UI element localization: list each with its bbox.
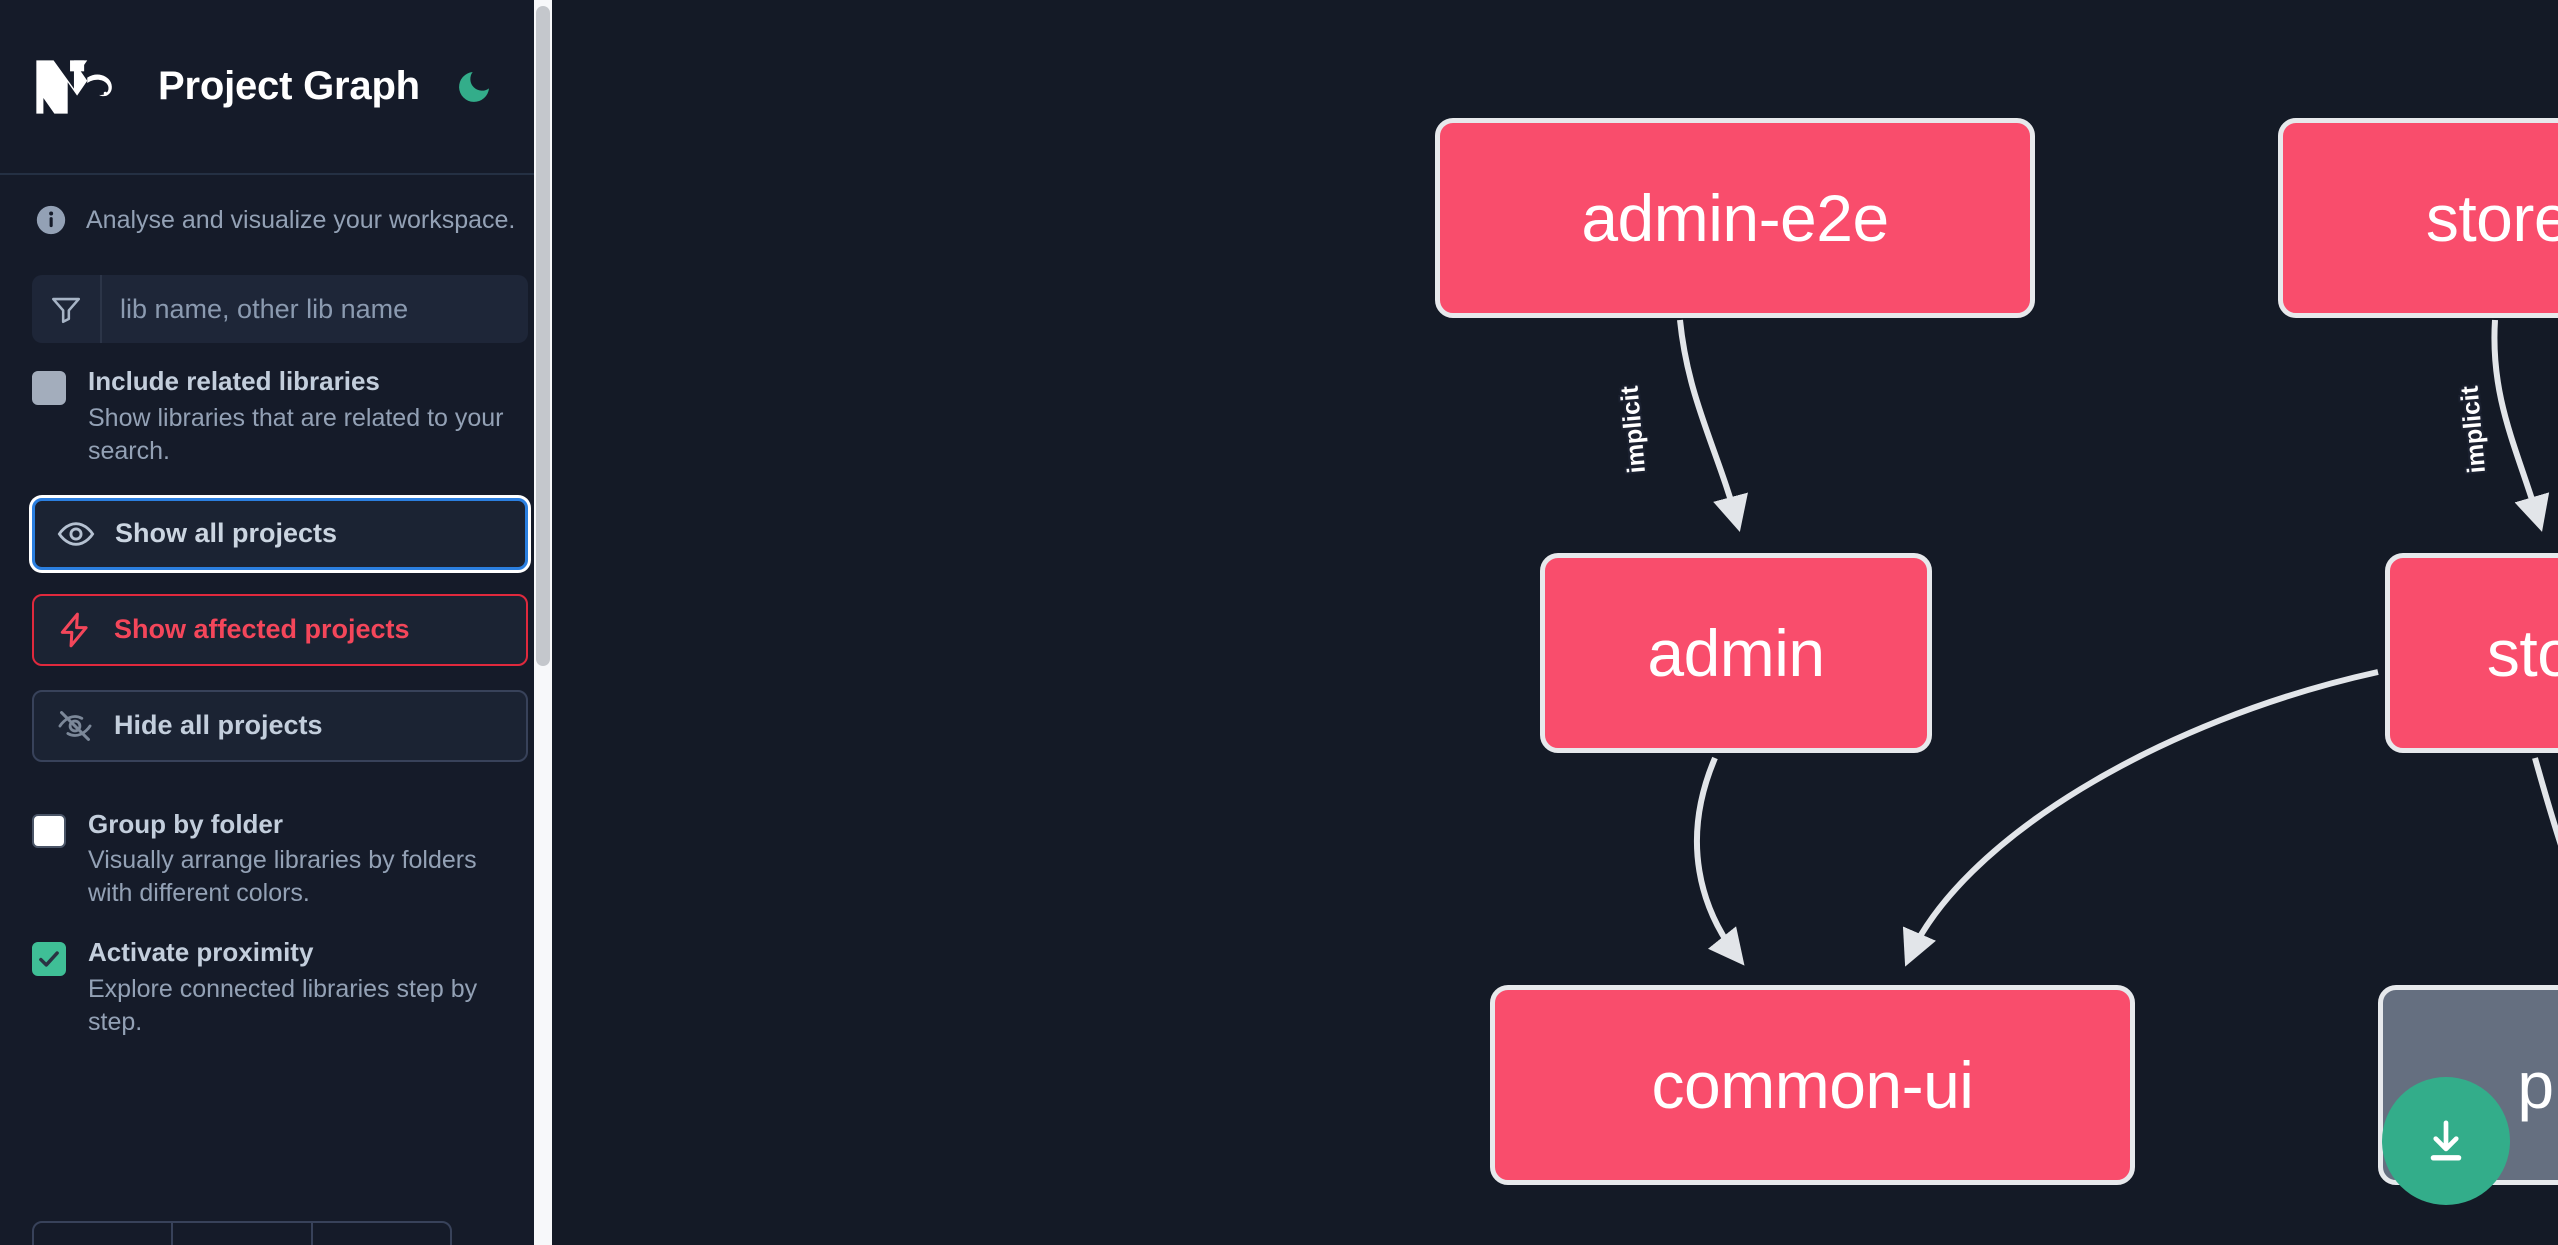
activate-proximity-checkbox[interactable] — [32, 942, 66, 977]
download-icon — [2430, 1120, 2462, 1161]
lightning-icon — [60, 612, 88, 647]
graph-canvas[interactable]: admin-e2e store-e2e admin store common-u… — [560, 0, 2558, 1245]
hide-all-projects-button[interactable]: Hide all projects — [32, 689, 528, 762]
search-section — [0, 257, 560, 343]
proximity-segmented-control[interactable] — [32, 1221, 452, 1245]
activate-proximity-description: Explore connected libraries step by step… — [88, 974, 478, 1036]
segment-1[interactable] — [34, 1223, 174, 1245]
nx-logo — [36, 59, 112, 114]
check-icon — [39, 951, 59, 967]
edge-store-e2e-store — [2491, 319, 2550, 532]
workspace-info-text: Analyse and visualize your workspace. — [86, 205, 516, 234]
graph-node-label: admin — [1647, 616, 1825, 690]
graph-edges — [1677, 319, 2558, 967]
sidebar-header: Project Graph — [0, 0, 560, 175]
graph-node-label: store — [2486, 616, 2558, 690]
edge-admin-e2e-admin — [1677, 319, 1748, 532]
graph-node-common-ui[interactable]: common-ui — [1490, 985, 2135, 1185]
graph-node-admin-e2e[interactable]: admin-e2e — [1435, 118, 2035, 318]
sidebar-scrollbar[interactable] — [534, 0, 552, 1245]
show-affected-projects-label: Show affected projects — [114, 614, 410, 645]
graph-node-label: admin-e2e — [1581, 181, 1889, 255]
download-image-button[interactable] — [2382, 1077, 2510, 1205]
eye-off-icon — [58, 710, 92, 741]
include-related-libraries-row: Include related libraries Show libraries… — [0, 343, 560, 468]
graph-node-label: store-e2e — [2425, 181, 2558, 255]
graph-node-store-e2e[interactable]: store-e2e — [2278, 118, 2558, 318]
group-by-folder-description: Visually arrange libraries by folders wi… — [88, 846, 477, 908]
workspace-info: Analyse and visualize your workspace. — [0, 175, 560, 257]
include-related-libraries-checkbox[interactable] — [32, 371, 66, 405]
edge-admin-commonui — [1693, 756, 1745, 966]
graph-node-label: products — [2517, 1048, 2558, 1122]
edge-store-products — [2532, 757, 2558, 846]
segment-2[interactable] — [173, 1223, 313, 1245]
show-all-projects-label: Show all projects — [115, 518, 338, 549]
show-all-projects-button[interactable]: Show all projects — [32, 497, 528, 570]
hide-all-projects-label: Hide all projects — [114, 710, 323, 741]
graph-node-store[interactable]: store — [2385, 553, 2558, 753]
sidebar-edge — [552, 0, 560, 1245]
activate-proximity-row: Activate proximity Explore connected lib… — [0, 910, 560, 1245]
edge-store-commonui — [1902, 669, 2379, 967]
include-related-libraries-label: Include related libraries — [88, 366, 380, 396]
group-by-folder-label: Group by folder — [88, 808, 283, 839]
show-affected-projects-button[interactable]: Show affected projects — [32, 593, 528, 666]
visibility-buttons: Show all projects Show affected projects… — [0, 468, 560, 762]
page-title: Project Graph — [158, 64, 420, 108]
sidebar: Project Graph Analyse and visualize your… — [0, 0, 560, 1245]
group-by-folder-row: Group by folder Visually arrange librari… — [0, 786, 560, 911]
eye-icon — [57, 521, 95, 546]
include-related-libraries-description: Show libraries that are related to your … — [88, 403, 504, 465]
info-icon — [36, 205, 66, 235]
search-input[interactable] — [102, 275, 528, 343]
graph-node-label: common-ui — [1651, 1048, 1974, 1122]
segment-3[interactable] — [313, 1223, 450, 1245]
sidebar-scrollbar-thumb[interactable] — [536, 6, 550, 666]
search-box[interactable] — [32, 275, 528, 343]
moon-icon[interactable] — [452, 65, 496, 109]
graph-node-admin[interactable]: admin — [1540, 553, 1932, 753]
activate-proximity-label: Activate proximity — [88, 937, 314, 968]
group-by-folder-checkbox[interactable] — [32, 813, 66, 848]
filter-icon — [32, 275, 102, 343]
